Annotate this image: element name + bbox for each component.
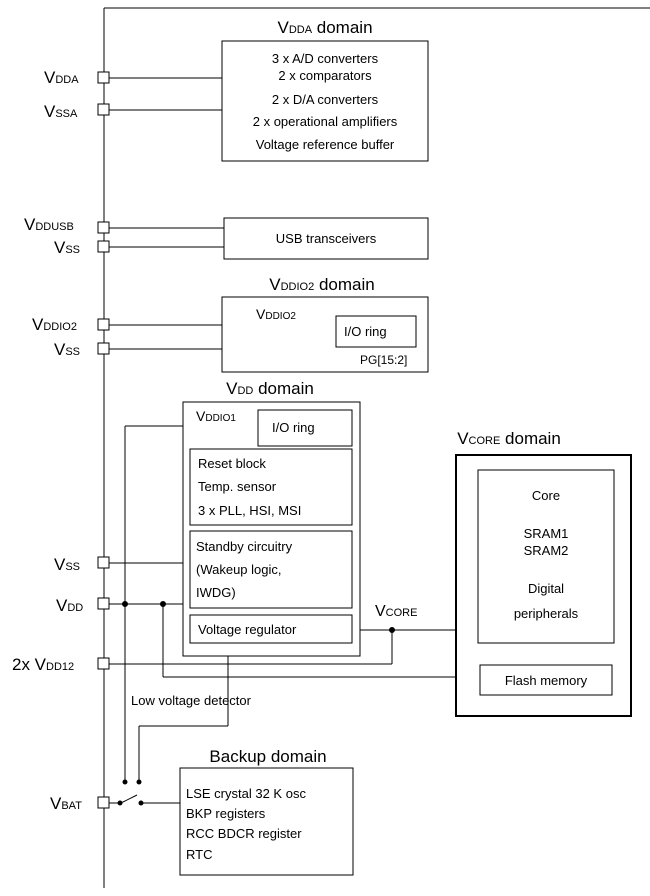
vdda-line: 3 x A/D converters <box>272 51 379 66</box>
vdda-domain-box <box>221 40 429 162</box>
pin-vssa-square <box>97 103 110 116</box>
pin-vddusb-square <box>97 221 110 234</box>
core-line: peripherals <box>514 606 579 621</box>
vcore-wire-label: VCORE <box>375 603 417 620</box>
pin-vss-core-square <box>97 556 110 569</box>
switch-contact <box>138 800 144 806</box>
pin-vdd-square <box>97 597 110 610</box>
pin-label-vssa: VSSA <box>44 102 78 121</box>
standby-line: (Wakeup logic, <box>196 562 282 577</box>
vddio2-pins-label: PG[15:2] <box>360 353 407 367</box>
pin-label-vddio2: VDDIO2 <box>32 315 77 334</box>
switch-pivot <box>117 800 123 806</box>
pin-label-vdda: VDDA <box>44 68 79 87</box>
core-line: SRAM1 <box>524 526 569 541</box>
pin-label-vddusb: VDDUSB <box>24 215 74 234</box>
pin-vss-io2-square <box>97 342 110 355</box>
vcore-domain-title: VCORE domain <box>457 429 561 448</box>
vdda-line: Voltage reference buffer <box>256 137 395 152</box>
backup-line: RCC BDCR register <box>186 826 302 841</box>
reset-block-line: Reset block <box>198 456 266 471</box>
vdd-domain-title: VDD domain <box>226 379 314 398</box>
junction-dot <box>389 627 395 633</box>
usb-transceivers-label: USB transceivers <box>276 231 377 246</box>
voltage-regulator-box <box>189 614 353 644</box>
vdda-line: 2 x comparators <box>278 68 372 83</box>
vddio1-label: VDDIO1 <box>196 408 236 424</box>
backup-line: RTC <box>186 847 212 862</box>
switch-contact <box>136 779 142 785</box>
vdda-line: 2 x operational amplifiers <box>253 114 398 129</box>
backup-line: LSE crystal 32 K osc <box>186 786 306 801</box>
core-box <box>477 469 615 644</box>
vddio2-io-ring-box <box>335 315 417 348</box>
core-line: SRAM2 <box>524 543 569 558</box>
junction-dot <box>122 601 128 607</box>
vdd-io-ring-box <box>257 409 353 447</box>
switch-contact <box>122 779 128 785</box>
vdda-domain-title: VDDA domain <box>277 18 372 37</box>
vddio2-inner-label: VDDIO2 <box>256 306 296 322</box>
reset-block-line: 3 x PLL, HSI, MSI <box>198 503 301 518</box>
backup-domain-title: Backup domain <box>209 747 326 766</box>
pin-vdda-square <box>97 71 110 84</box>
pin-label-vdd12: 2x VDD12 <box>12 655 74 674</box>
standby-circuitry-box <box>189 530 353 609</box>
core-line: Core <box>532 488 560 503</box>
pin-vdd12-square <box>97 657 110 670</box>
pin-label-vss-io2: VSS <box>54 340 80 359</box>
pin-label-vbat: VBAT <box>50 794 82 813</box>
reset-block-box <box>189 448 353 526</box>
vddio2-io-ring-label: I/O ring <box>344 324 387 339</box>
vdda-line: 2 x D/A converters <box>272 92 379 107</box>
junction-dot <box>160 601 166 607</box>
vdd-io-ring-label: I/O ring <box>272 420 315 435</box>
core-line: Digital <box>528 581 564 596</box>
backup-line: BKP registers <box>186 806 266 821</box>
standby-line: Standby circuitry <box>196 539 293 554</box>
low-voltage-detector-label: Low voltage detector <box>131 693 252 708</box>
flash-memory-label: Flash memory <box>505 673 588 688</box>
usb-transceivers-box <box>223 217 429 260</box>
reset-block-line: Temp. sensor <box>198 479 277 494</box>
backup-domain-box <box>179 767 354 876</box>
vddio2-domain-title: VDDIO2 domain <box>269 275 374 294</box>
standby-line: IWDG) <box>196 585 236 600</box>
pin-label-vss: VSS <box>54 555 80 574</box>
switch-blade <box>120 794 138 804</box>
pin-vss-usb-square <box>97 240 110 253</box>
pin-vbat-square <box>97 796 110 809</box>
pin-label-vdd: VDD <box>56 596 83 615</box>
flash-memory-box <box>479 664 613 696</box>
voltage-regulator-label: Voltage regulator <box>198 622 297 637</box>
pin-label-vss-usb: VSS <box>54 238 80 257</box>
pin-vddio2-square <box>97 318 110 331</box>
